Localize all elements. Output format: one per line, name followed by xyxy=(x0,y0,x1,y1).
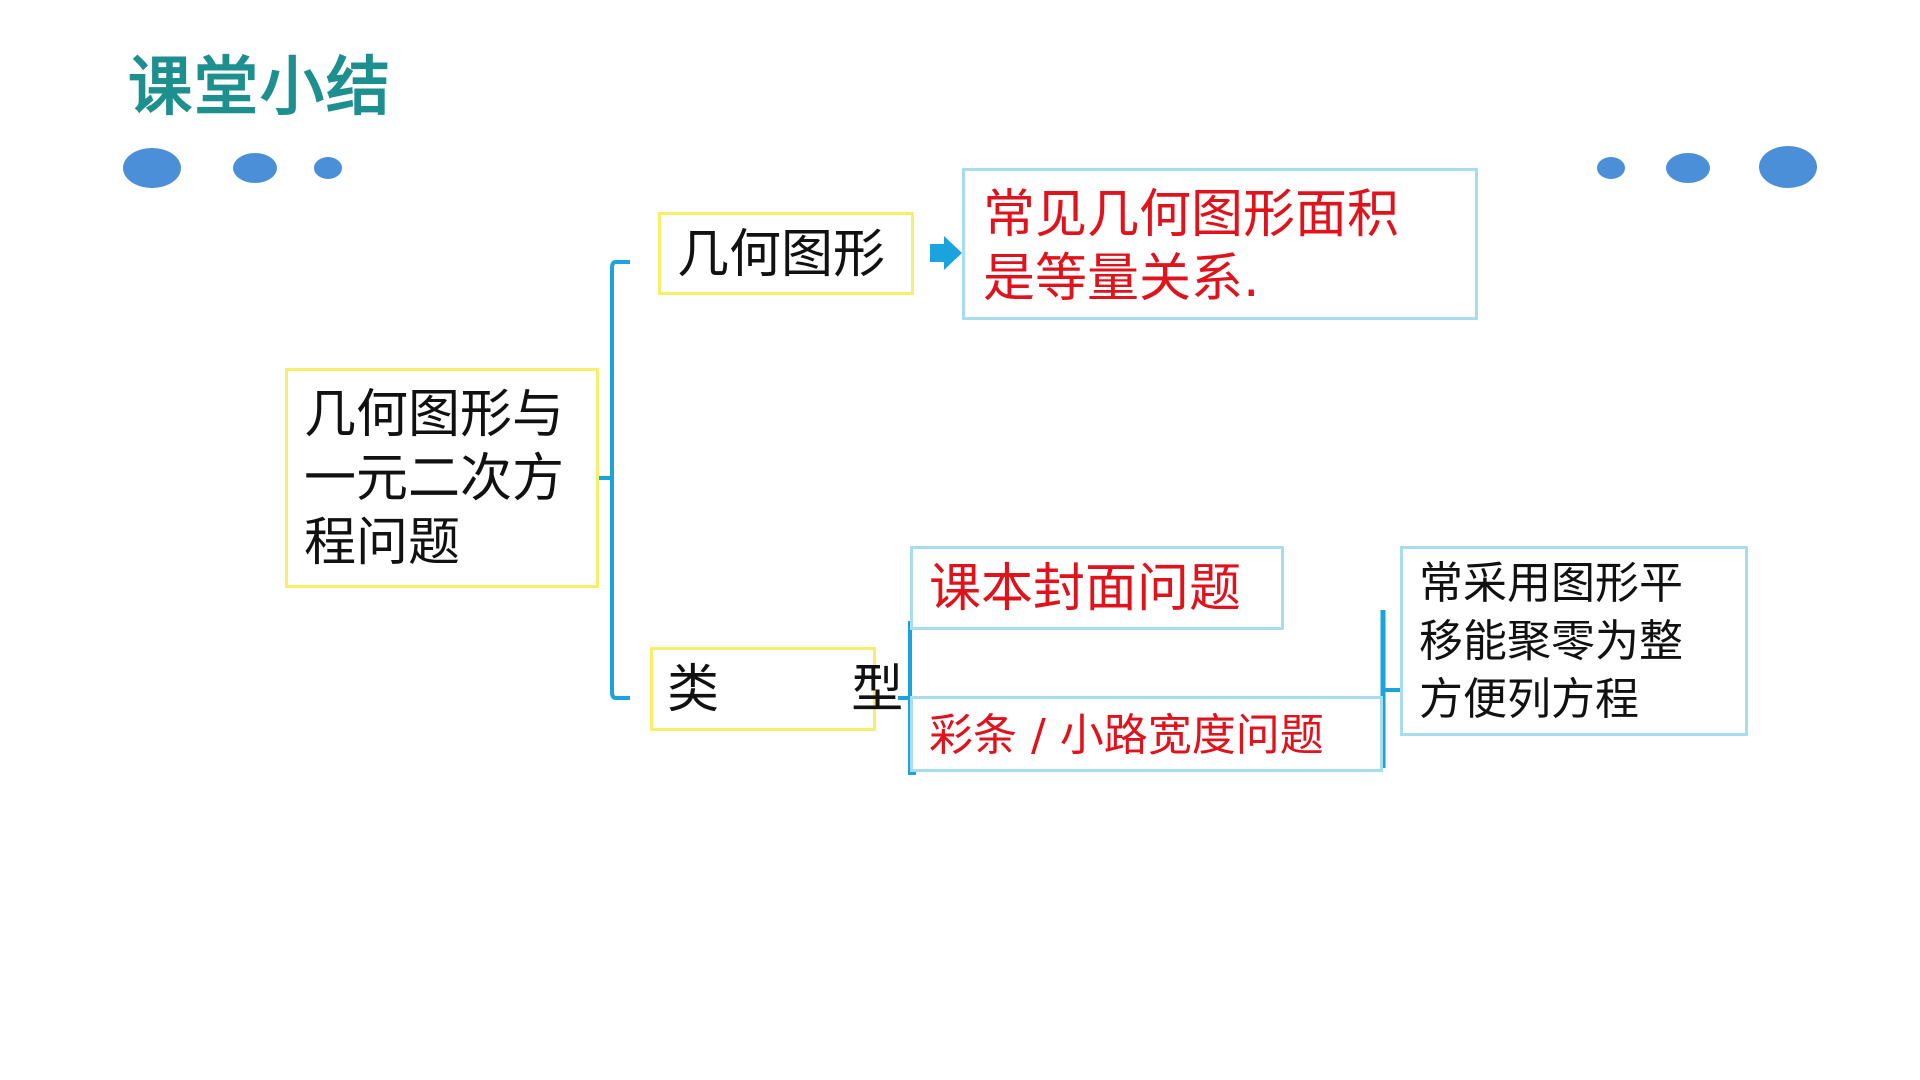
method-note-line-3: 方便列方程 xyxy=(1419,674,1639,725)
root-node: 几何图形与 一元二次方 程问题 xyxy=(285,368,599,588)
method-note-line-1: 常采用图形平 xyxy=(1419,558,1683,609)
right-arrow-icon xyxy=(930,236,962,270)
decor-dot-right-small xyxy=(1597,157,1625,179)
decor-dot-left-small xyxy=(314,157,342,179)
method-note-line-2: 移能聚零为整 xyxy=(1419,616,1683,667)
decor-dot-right-large xyxy=(1759,146,1817,188)
page-title: 课堂小结 xyxy=(128,51,392,125)
method-note: 常采用图形平 移能聚零为整 方便列方程 xyxy=(1400,546,1748,736)
root-node-line-3: 程问题 xyxy=(304,513,461,573)
root-node-line-1: 几何图形与 xyxy=(304,385,565,445)
geometry-note-line-1: 常见几何图形面积 xyxy=(983,185,1400,245)
root-bracket xyxy=(610,260,630,700)
geometry-node: 几何图形 xyxy=(658,212,914,295)
type-strip-path-problem-label: 彩条 / 小路宽度问题 xyxy=(929,710,1324,761)
decor-dot-left-large xyxy=(123,148,181,188)
type-strip-path-problem: 彩条 / 小路宽度问题 xyxy=(910,696,1383,772)
type-cover-problem: 课本封面问题 xyxy=(910,546,1284,630)
geometry-node-label: 几何图形 xyxy=(677,225,886,285)
decor-dot-left-medium xyxy=(233,153,277,183)
types-node: 类 型 xyxy=(650,647,904,731)
decor-dot-right-medium xyxy=(1666,153,1710,183)
type-cover-problem-label: 课本封面问题 xyxy=(929,559,1242,619)
geometry-note: 常见几何图形面积 是等量关系. xyxy=(962,168,1478,320)
root-node-line-2: 一元二次方 xyxy=(304,449,565,509)
geometry-note-line-2: 是等量关系. xyxy=(983,249,1260,309)
types-node-label: 类 型 xyxy=(667,660,904,720)
